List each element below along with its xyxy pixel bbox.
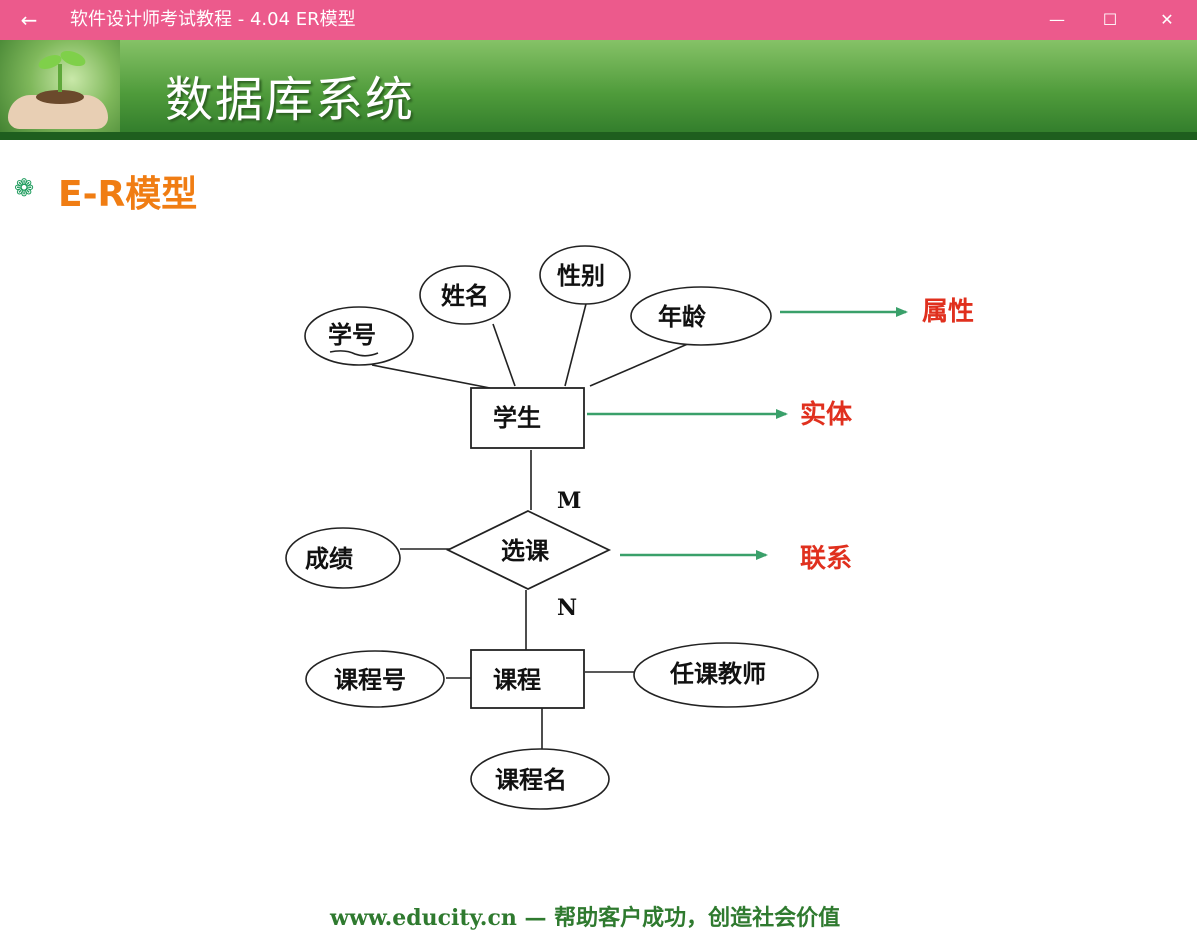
attribute-teacher-ellipse [633,642,819,708]
line-gender [564,299,588,387]
attribute-gender-label: 性别 [557,262,605,290]
legend-relationship-label: 联系 [800,544,852,574]
attribute-gender-ellipse [539,245,631,305]
legend-entity-label: 实体 [800,399,853,430]
line-name [492,323,516,387]
relationship-label: 选课 [501,537,550,565]
line-student-id [371,364,491,389]
slide-banner: 数据库系统 [0,40,1197,138]
sprout-logo-icon [0,40,120,138]
key-underline [329,350,379,357]
attribute-student-id-label: 学号 [328,321,376,349]
entity-course-label: 课程 [493,666,541,694]
attribute-course-name-label: 课程名 [495,766,567,794]
attribute-teacher-label: 任课教师 [669,660,766,688]
cardinality-m: M [557,488,581,514]
attribute-student-id-ellipse [304,306,414,366]
close-button[interactable]: ✕ [1160,10,1174,29]
relationship-diamond [445,509,612,591]
maximize-button[interactable]: ☐ [1102,10,1118,29]
banner-divider [0,132,1197,140]
slide-view: 数据库系统 ❁ E-R模型 [0,40,1197,937]
window-titlebar: ← 软件设计师考试教程 - 4.04 ER模型 — ☐ ✕ [0,0,1197,40]
bullet-flower-icon: ❁ [14,174,35,202]
legend-attribute-label: 属性 [922,297,974,327]
attribute-course-id-ellipse [305,650,445,708]
entity-course-box [470,649,585,709]
attribute-name-ellipse [419,265,511,325]
section-title: E-R模型 [58,174,198,215]
attribute-age-label: 年龄 [658,303,707,331]
attribute-course-name-ellipse [470,748,610,810]
entity-student-label: 学生 [493,404,541,432]
attribute-name-label: 姓名 [441,282,489,310]
er-connectors [371,299,691,751]
attribute-age-ellipse [630,286,772,346]
banner-title: 数据库系统 [165,72,416,128]
back-arrow-icon[interactable]: ← [20,8,38,32]
attribute-course-id-label: 课程号 [334,666,406,694]
line-age [589,342,691,387]
cardinality-n: N [557,595,577,621]
footer-slogan: www.educity.cn — 帮助客户成功，创造社会价值 [330,905,841,931]
minimize-button[interactable]: — [1049,10,1065,29]
window-title: 软件设计师考试教程 - 4.04 ER模型 [70,9,356,30]
attribute-grade-label: 成绩 [305,545,353,573]
attribute-grade-ellipse [285,527,401,589]
er-diagram: 学号 姓名 性别 年龄 学生 选课 成绩 课程号 课程 任课教师 课程名 M N… [285,245,974,810]
entity-student-box [470,387,585,449]
